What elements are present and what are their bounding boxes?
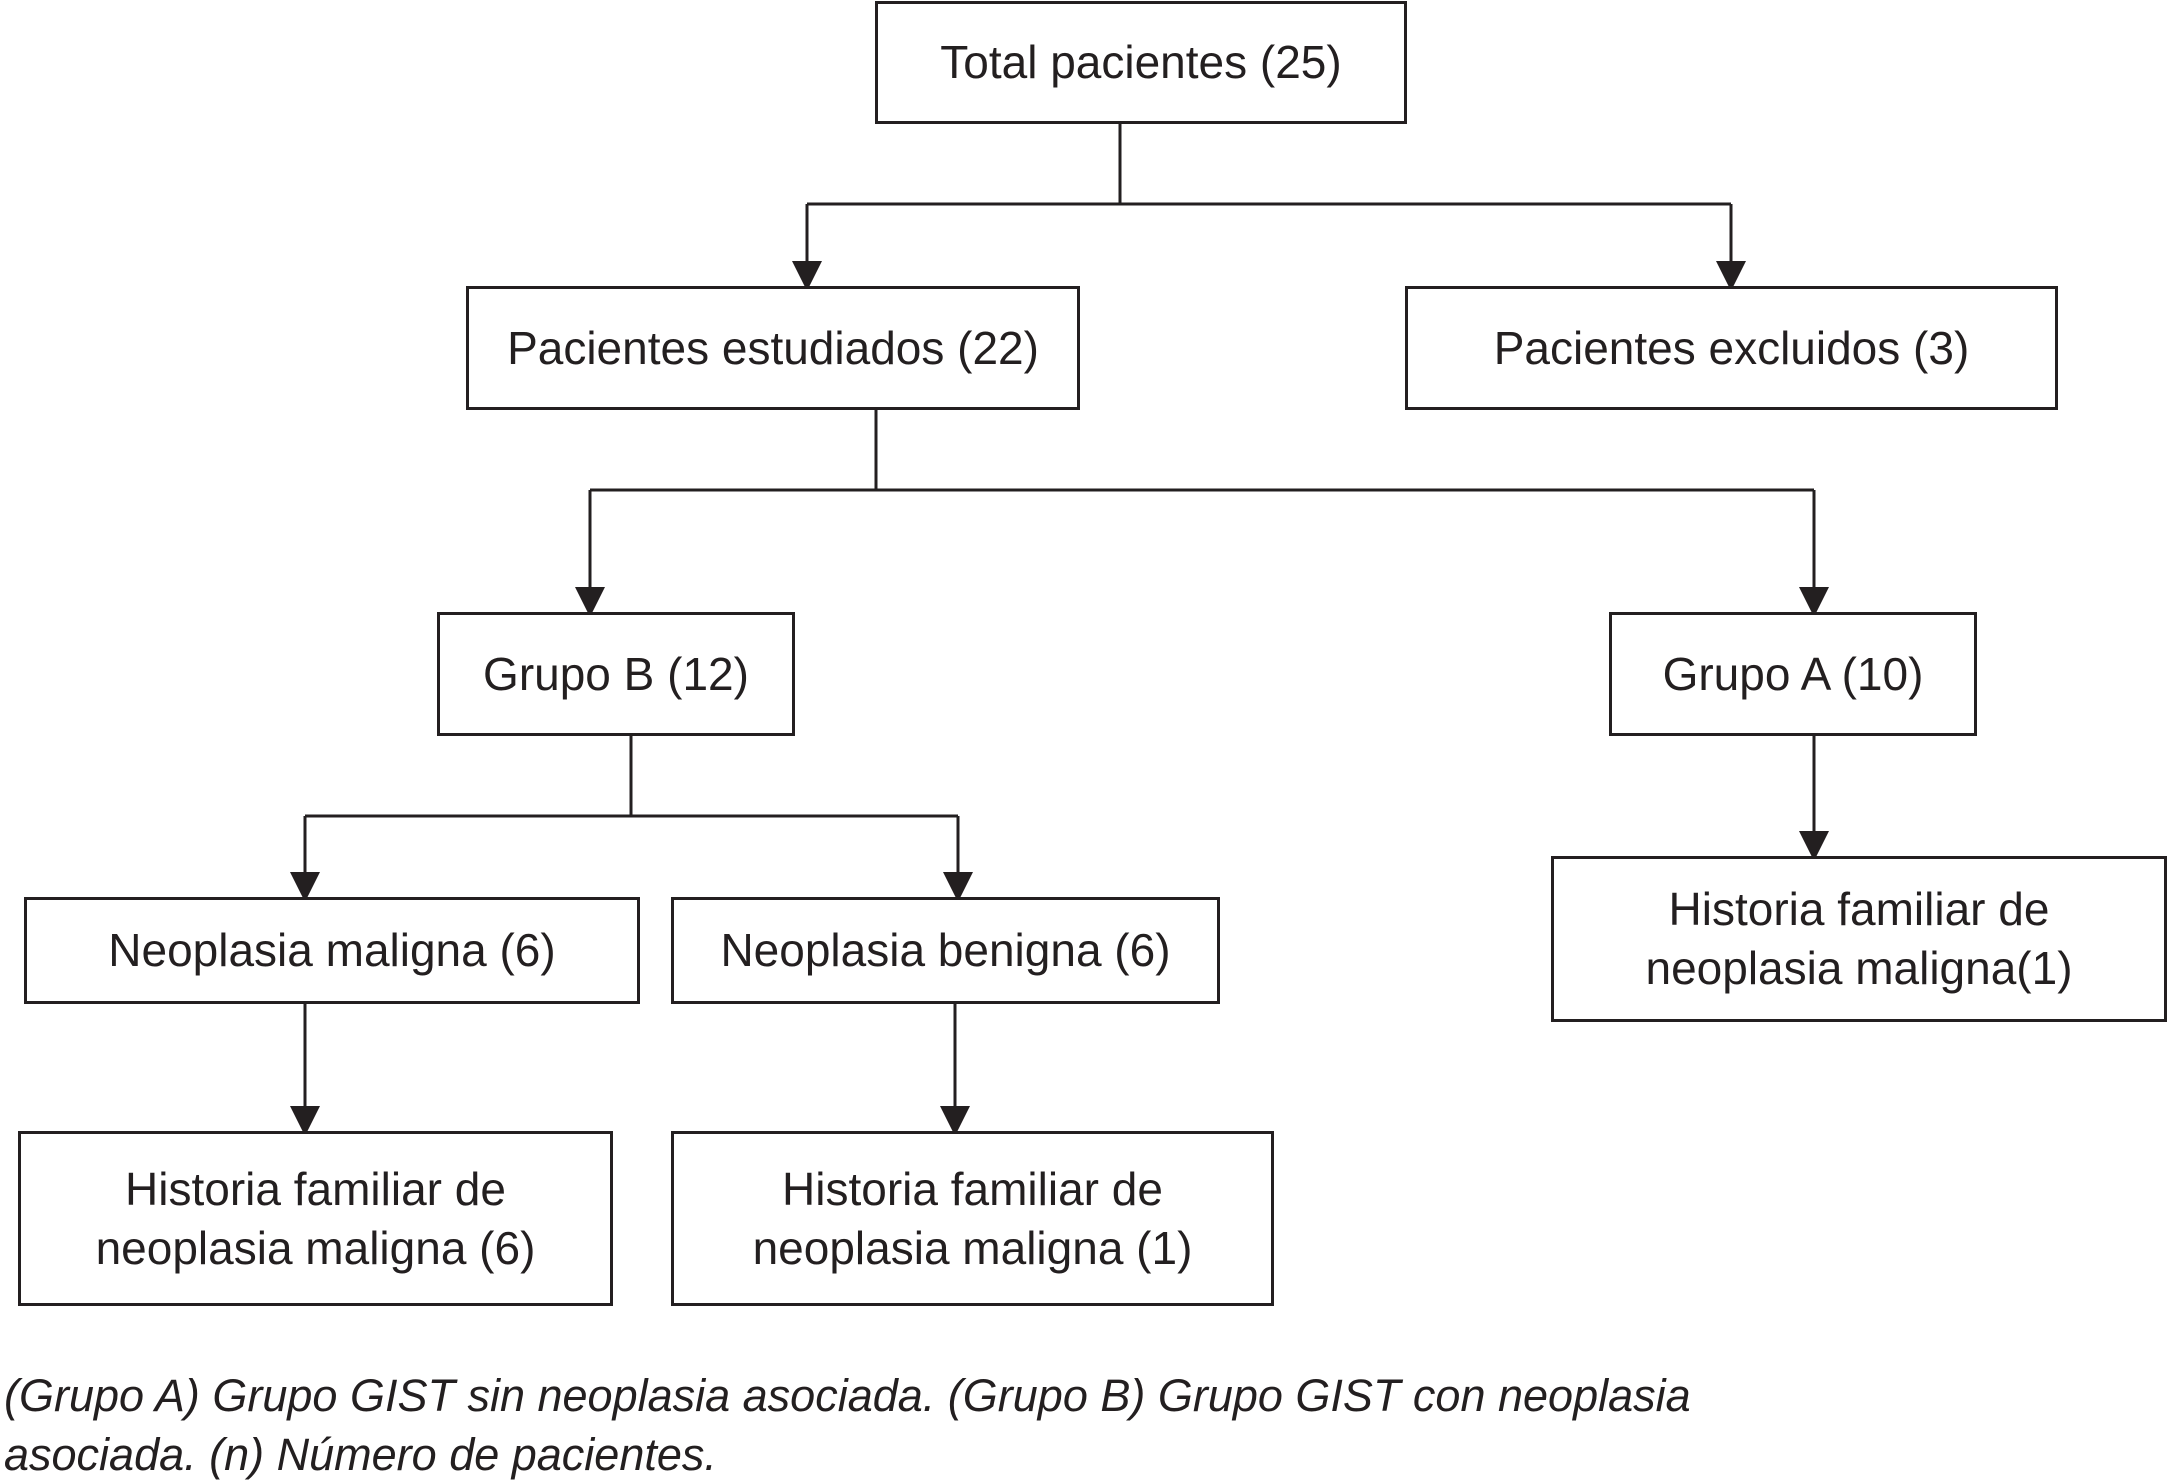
node-historia-maligna: Historia familiar de neoplasia maligna (… [18, 1131, 613, 1306]
node-label-block: Historia familiar de neoplasia maligna (… [753, 1160, 1193, 1278]
caption-line-2: asociada. (n) Número de pacientes. [4, 1429, 717, 1480]
node-label-line-1: Historia familiar de [782, 1162, 1163, 1215]
node-grupo-a: Grupo A (10) [1609, 612, 1977, 736]
node-label-block: Historia familiar de neoplasia maligna(1… [1645, 880, 2072, 998]
node-pacientes-excluidos: Pacientes excluidos (3) [1405, 286, 2058, 410]
node-label: Total pacientes (25) [940, 36, 1342, 89]
node-label-line-2: neoplasia maligna (1) [752, 1221, 1193, 1274]
node-label-line-1: Historia familiar de [125, 1162, 506, 1215]
node-label: Grupo A (10) [1662, 647, 1924, 700]
node-pacientes-estudiados: Pacientes estudiados (22) [466, 286, 1080, 410]
node-historia-grupo-a: Historia familiar de neoplasia maligna(1… [1551, 856, 2167, 1022]
node-total-pacientes: Total pacientes (25) [875, 1, 1407, 124]
node-grupo-b: Grupo B (12) [437, 612, 795, 736]
node-neoplasia-maligna: Neoplasia maligna (6) [24, 897, 640, 1004]
node-label-line-1: Historia familiar de [1668, 883, 2050, 936]
node-label: Pacientes excluidos (3) [1493, 321, 1970, 374]
node-label: Neoplasia maligna (6) [108, 924, 556, 977]
node-neoplasia-benigna: Neoplasia benigna (6) [671, 897, 1220, 1004]
node-historia-benigna: Historia familiar de neoplasia maligna (… [671, 1131, 1274, 1306]
caption-line-1: (Grupo A) Grupo GIST sin neoplasia asoci… [4, 1370, 1691, 1421]
node-label-line-2: neoplasia maligna(1) [1645, 942, 2073, 994]
node-label: Grupo B (12) [483, 647, 749, 700]
node-label: Pacientes estudiados (22) [507, 321, 1039, 374]
node-label-block: Historia familiar de neoplasia maligna (… [96, 1160, 536, 1278]
node-label-line-2: neoplasia maligna (6) [95, 1221, 536, 1274]
node-label: Neoplasia benigna (6) [720, 924, 1171, 977]
figure-caption: (Grupo A) Grupo GIST sin neoplasia asoci… [4, 1366, 1904, 1484]
